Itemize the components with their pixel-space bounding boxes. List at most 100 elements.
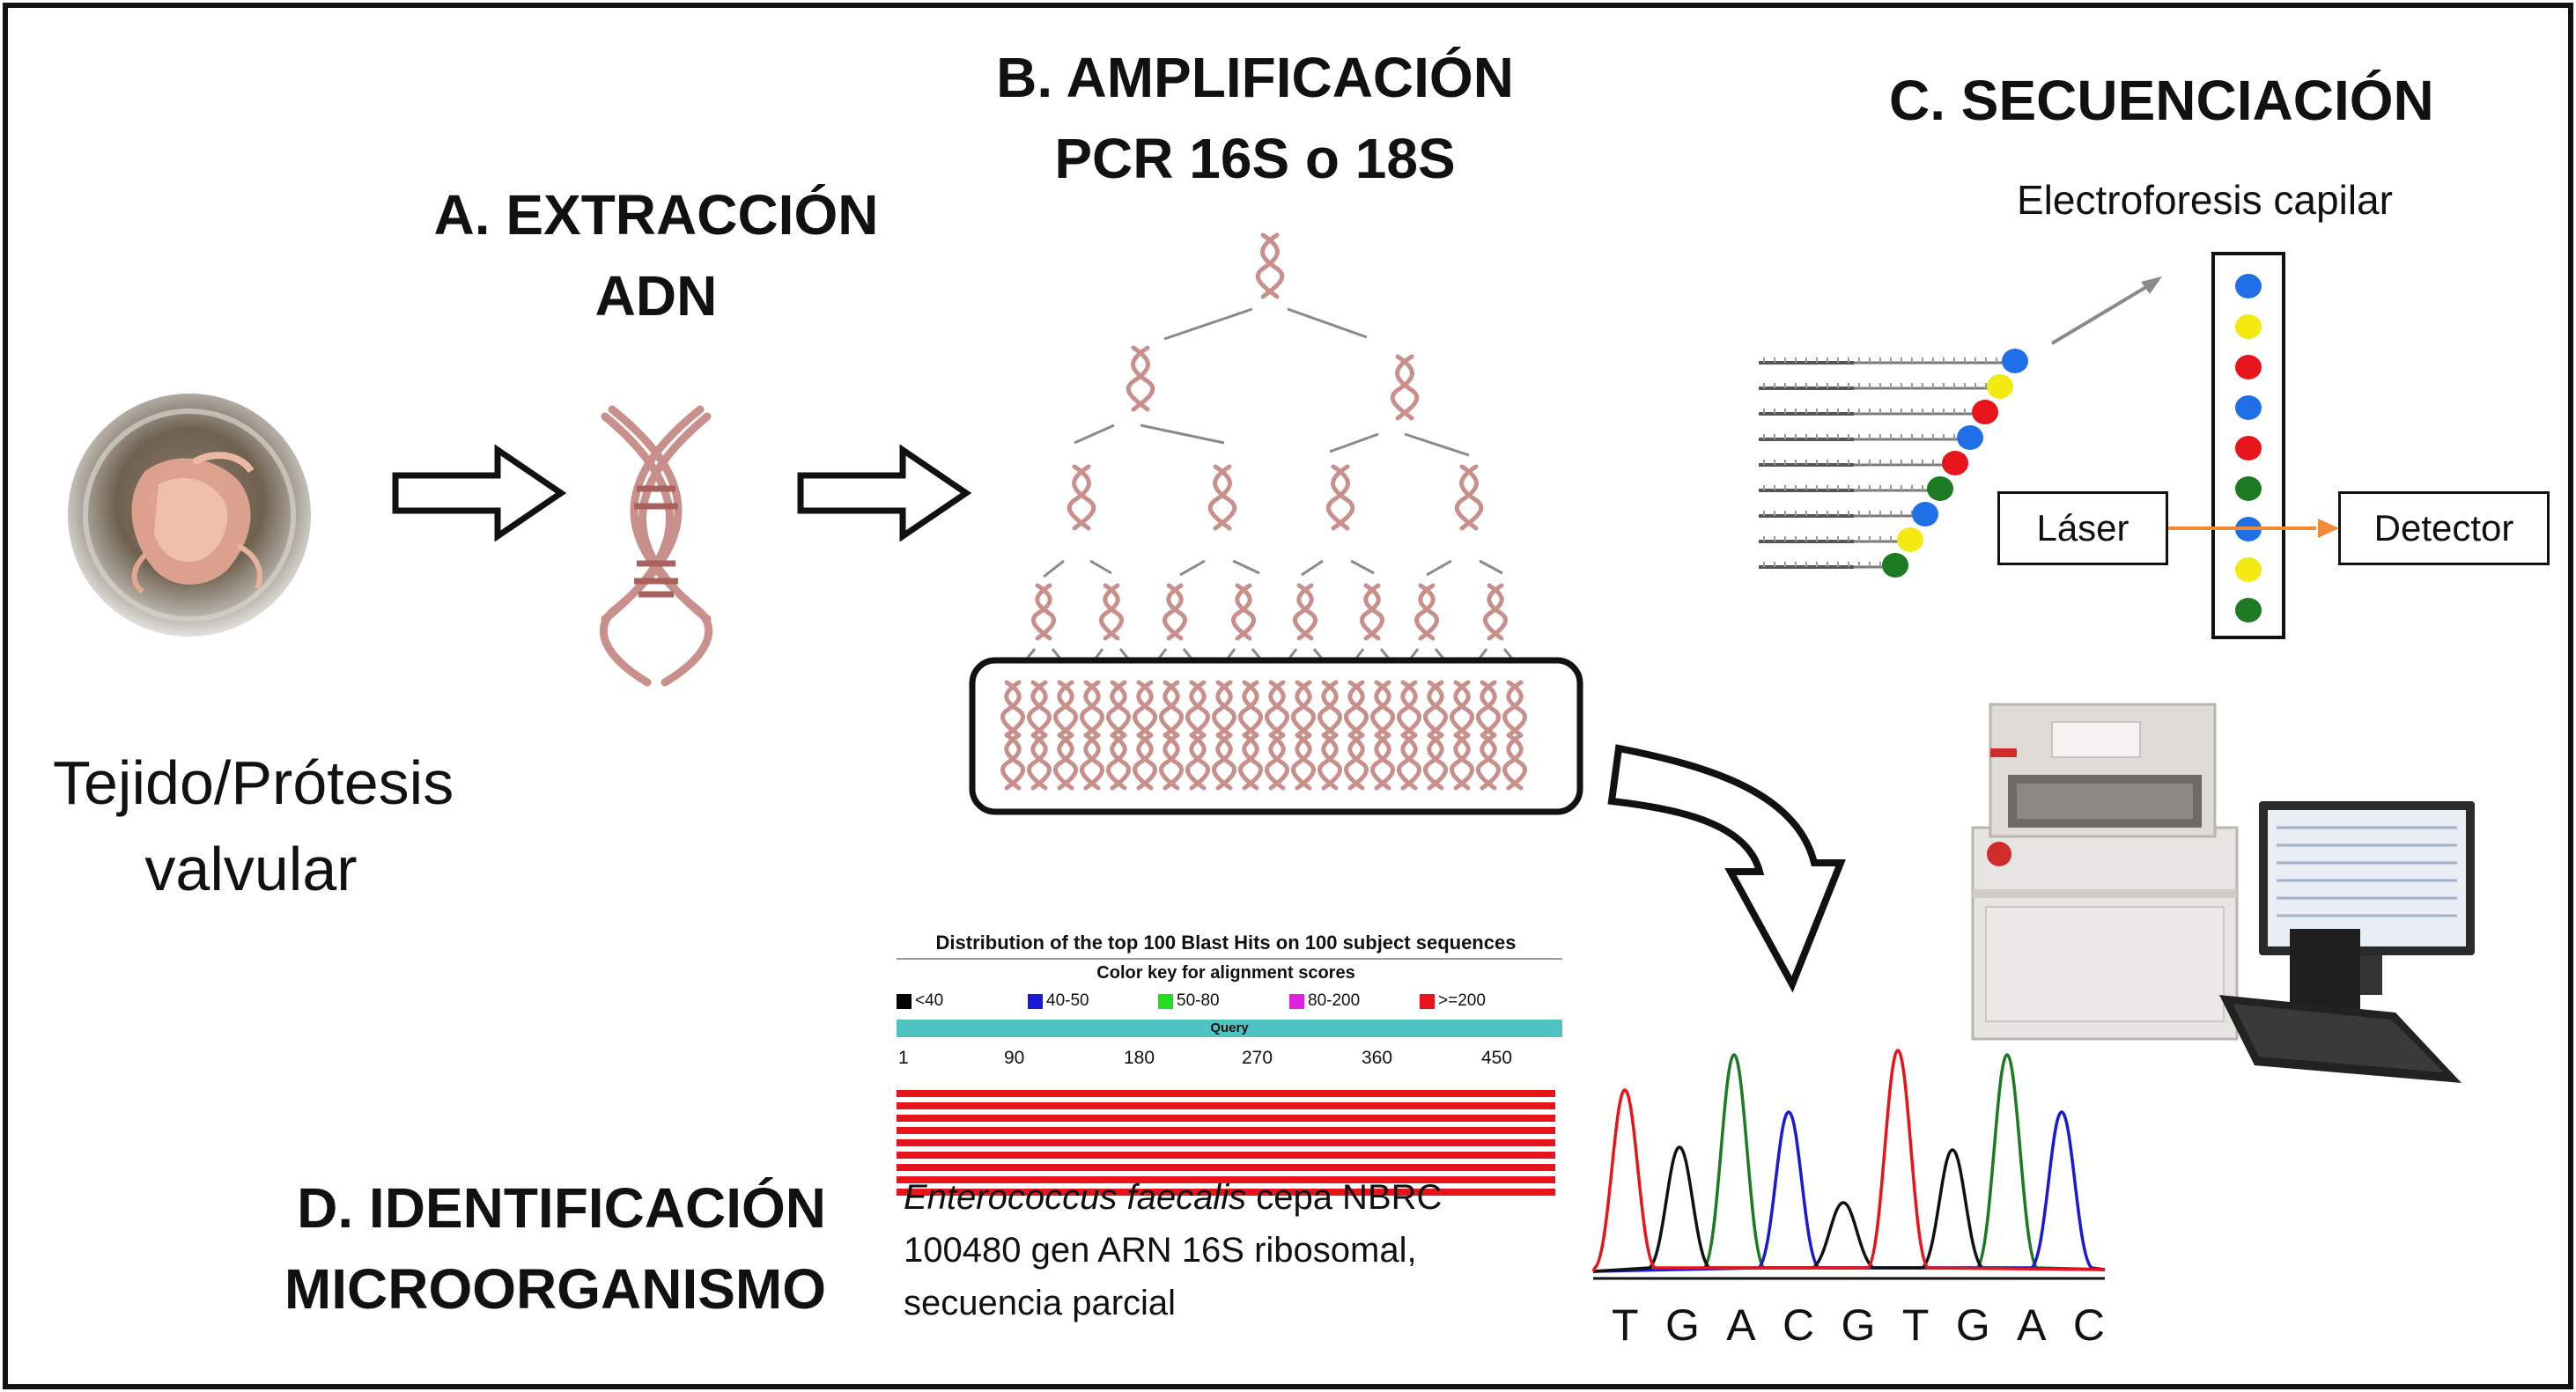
capillary-dye-dot	[2235, 314, 2262, 339]
arrow-extraction-to-amplification	[797, 445, 972, 541]
color-key-label: >=200	[1438, 991, 1486, 1010]
arrow-sample-to-extraction	[392, 445, 567, 541]
arrow-amplification-to-sequencing	[1607, 744, 1846, 993]
sequencing-fragments	[1759, 276, 2162, 578]
chromatogram-trace	[1592, 1053, 2106, 1273]
capillary-electrophoresis-label: Electroforesis capilar	[2017, 177, 2393, 223]
petri-dish-photo	[68, 394, 311, 637]
step-a-title: A. EXTRACCIÓN ADN	[414, 174, 898, 336]
blast-hit-bar	[897, 1127, 1555, 1134]
chromatogram-trace	[1592, 1110, 2106, 1273]
laser-box: Láser	[1997, 491, 2168, 565]
fragment-dye-dot	[1957, 425, 1983, 450]
query-tick: 90	[1004, 1048, 1025, 1068]
chromatogram	[1591, 1049, 2106, 1280]
blast-divider	[897, 958, 1562, 960]
color-key-label: <40	[915, 991, 944, 1010]
capillary-dye-dot	[2235, 436, 2262, 460]
sequencer-machine-photo	[1971, 703, 2475, 1083]
step-a-title-line2: ADN	[594, 264, 718, 328]
capillary-dye-dot	[2235, 395, 2262, 420]
blast-hit-bar	[897, 1189, 1555, 1196]
sample-label: Tejido/Prótesis valvular	[53, 740, 454, 912]
blast-hit-bar	[897, 1152, 1555, 1159]
step-b-title-line2: PCR 16S o 18S	[1054, 127, 1456, 190]
dna-helix-icon	[600, 405, 712, 687]
species-strain: cepa NBRC	[1246, 1178, 1443, 1217]
step-d-title-line2: MICROORGANISMO	[284, 1257, 826, 1321]
color-key-lt40: <40	[897, 991, 943, 1011]
sample-label-line2: valvular	[144, 835, 358, 903]
blast-hit-bar	[897, 1102, 1555, 1109]
fragment-dye-dot	[1882, 553, 1908, 578]
species-name: Enterococcus faecalis	[904, 1178, 1247, 1217]
sequence-bases: T G A C G T G A C	[1612, 1300, 2105, 1351]
swatch	[1420, 993, 1435, 1009]
base-letter: G	[1955, 1300, 1990, 1350]
sample-label-line1: Tejido/Prótesis	[53, 748, 454, 817]
fragment-dye-dot	[1927, 476, 1953, 501]
swatch	[1158, 993, 1173, 1009]
base-letter: G	[1664, 1300, 1700, 1350]
blast-title: Distribution of the top 100 Blast Hits o…	[935, 932, 1517, 954]
swatch	[1028, 993, 1043, 1009]
base-letter: C	[1783, 1300, 1815, 1350]
fragment-dye-dot	[1942, 451, 1968, 475]
chromatogram-trace	[1592, 1145, 2106, 1273]
query-tick: 270	[1242, 1048, 1273, 1068]
fragment-dye-dot	[1912, 502, 1938, 527]
capillary-dye-dot	[2235, 274, 2262, 298]
color-key-label: 40-50	[1046, 991, 1089, 1010]
capillary-dye-dot	[2235, 476, 2262, 501]
color-key-80-200: 80-200	[1289, 991, 1360, 1011]
swatch	[1289, 993, 1304, 1009]
query-tick: 1	[898, 1048, 909, 1068]
query-tick: 180	[1124, 1048, 1155, 1068]
base-letter: T	[1901, 1300, 1930, 1350]
step-d-title: D. IDENTIFICACIÓN MICROORGANISMO	[227, 1167, 826, 1329]
species-line1: Enterococcus faecalis cepa NBRC	[904, 1171, 1442, 1224]
swatch	[897, 993, 912, 1009]
blast-hit-bar	[897, 1090, 1555, 1097]
color-key-label: 50-80	[1177, 991, 1220, 1010]
query-tick: 450	[1481, 1048, 1513, 1068]
capillary-column	[2211, 252, 2285, 639]
fragment-dye-dot	[2002, 349, 2028, 373]
fragment-dye-dot	[1972, 400, 1998, 424]
step-a-title-line1: A. EXTRACCIÓN	[433, 183, 879, 247]
blast-hit-bar	[897, 1115, 1555, 1122]
color-key-50-80: 50-80	[1158, 991, 1220, 1011]
laser-beam-arrow	[2168, 519, 2339, 538]
base-letter: T	[1612, 1300, 1639, 1350]
capillary-dye-dot	[2235, 557, 2262, 582]
species-line2: 100480 gen ARN 16S ribosomal,	[904, 1231, 1417, 1270]
blast-hit-bar	[897, 1139, 1555, 1146]
detector-box: Detector	[2338, 491, 2550, 565]
color-key-label: 80-200	[1308, 991, 1361, 1010]
step-b-title: B. AMPLIFICACIÓN PCR 16S o 18S	[956, 37, 1554, 199]
query-bar: Query	[897, 1020, 1562, 1037]
capillary-dye-dot	[2235, 598, 2262, 622]
fragment-dye-dot	[1987, 374, 2013, 399]
blast-hit-bar	[897, 1176, 1555, 1183]
base-letter: G	[1841, 1300, 1876, 1350]
blast-result-panel: Distribution of the top 100 Blast Hits o…	[891, 924, 1569, 1196]
species-identification: Enterococcus faecalis cepa NBRC 100480 g…	[904, 1171, 1442, 1329]
fragment-dye-dot	[1897, 527, 1923, 552]
chromatogram-trace	[1591, 1049, 2106, 1272]
base-letter: A	[1726, 1300, 1756, 1350]
pcr-amplification-tree	[969, 225, 1583, 815]
blast-color-key-title: Color key for alignment scores	[1096, 963, 1355, 983]
step-d-title-line1: D. IDENTIFICACIÓN	[297, 1176, 826, 1240]
blast-hit-bar	[897, 1164, 1555, 1171]
base-letter: A	[2017, 1300, 2047, 1350]
color-key-gte200: >=200	[1420, 991, 1486, 1011]
query-tick: 360	[1362, 1048, 1393, 1068]
step-c-title: C. SECUENCIACIÓN	[1889, 69, 2434, 132]
capillary-dye-dot	[2235, 355, 2262, 379]
step-b-title-line1: B. AMPLIFICACIÓN	[996, 46, 1514, 109]
base-letter: C	[2072, 1300, 2105, 1350]
color-key-40-50: 40-50	[1028, 991, 1089, 1011]
